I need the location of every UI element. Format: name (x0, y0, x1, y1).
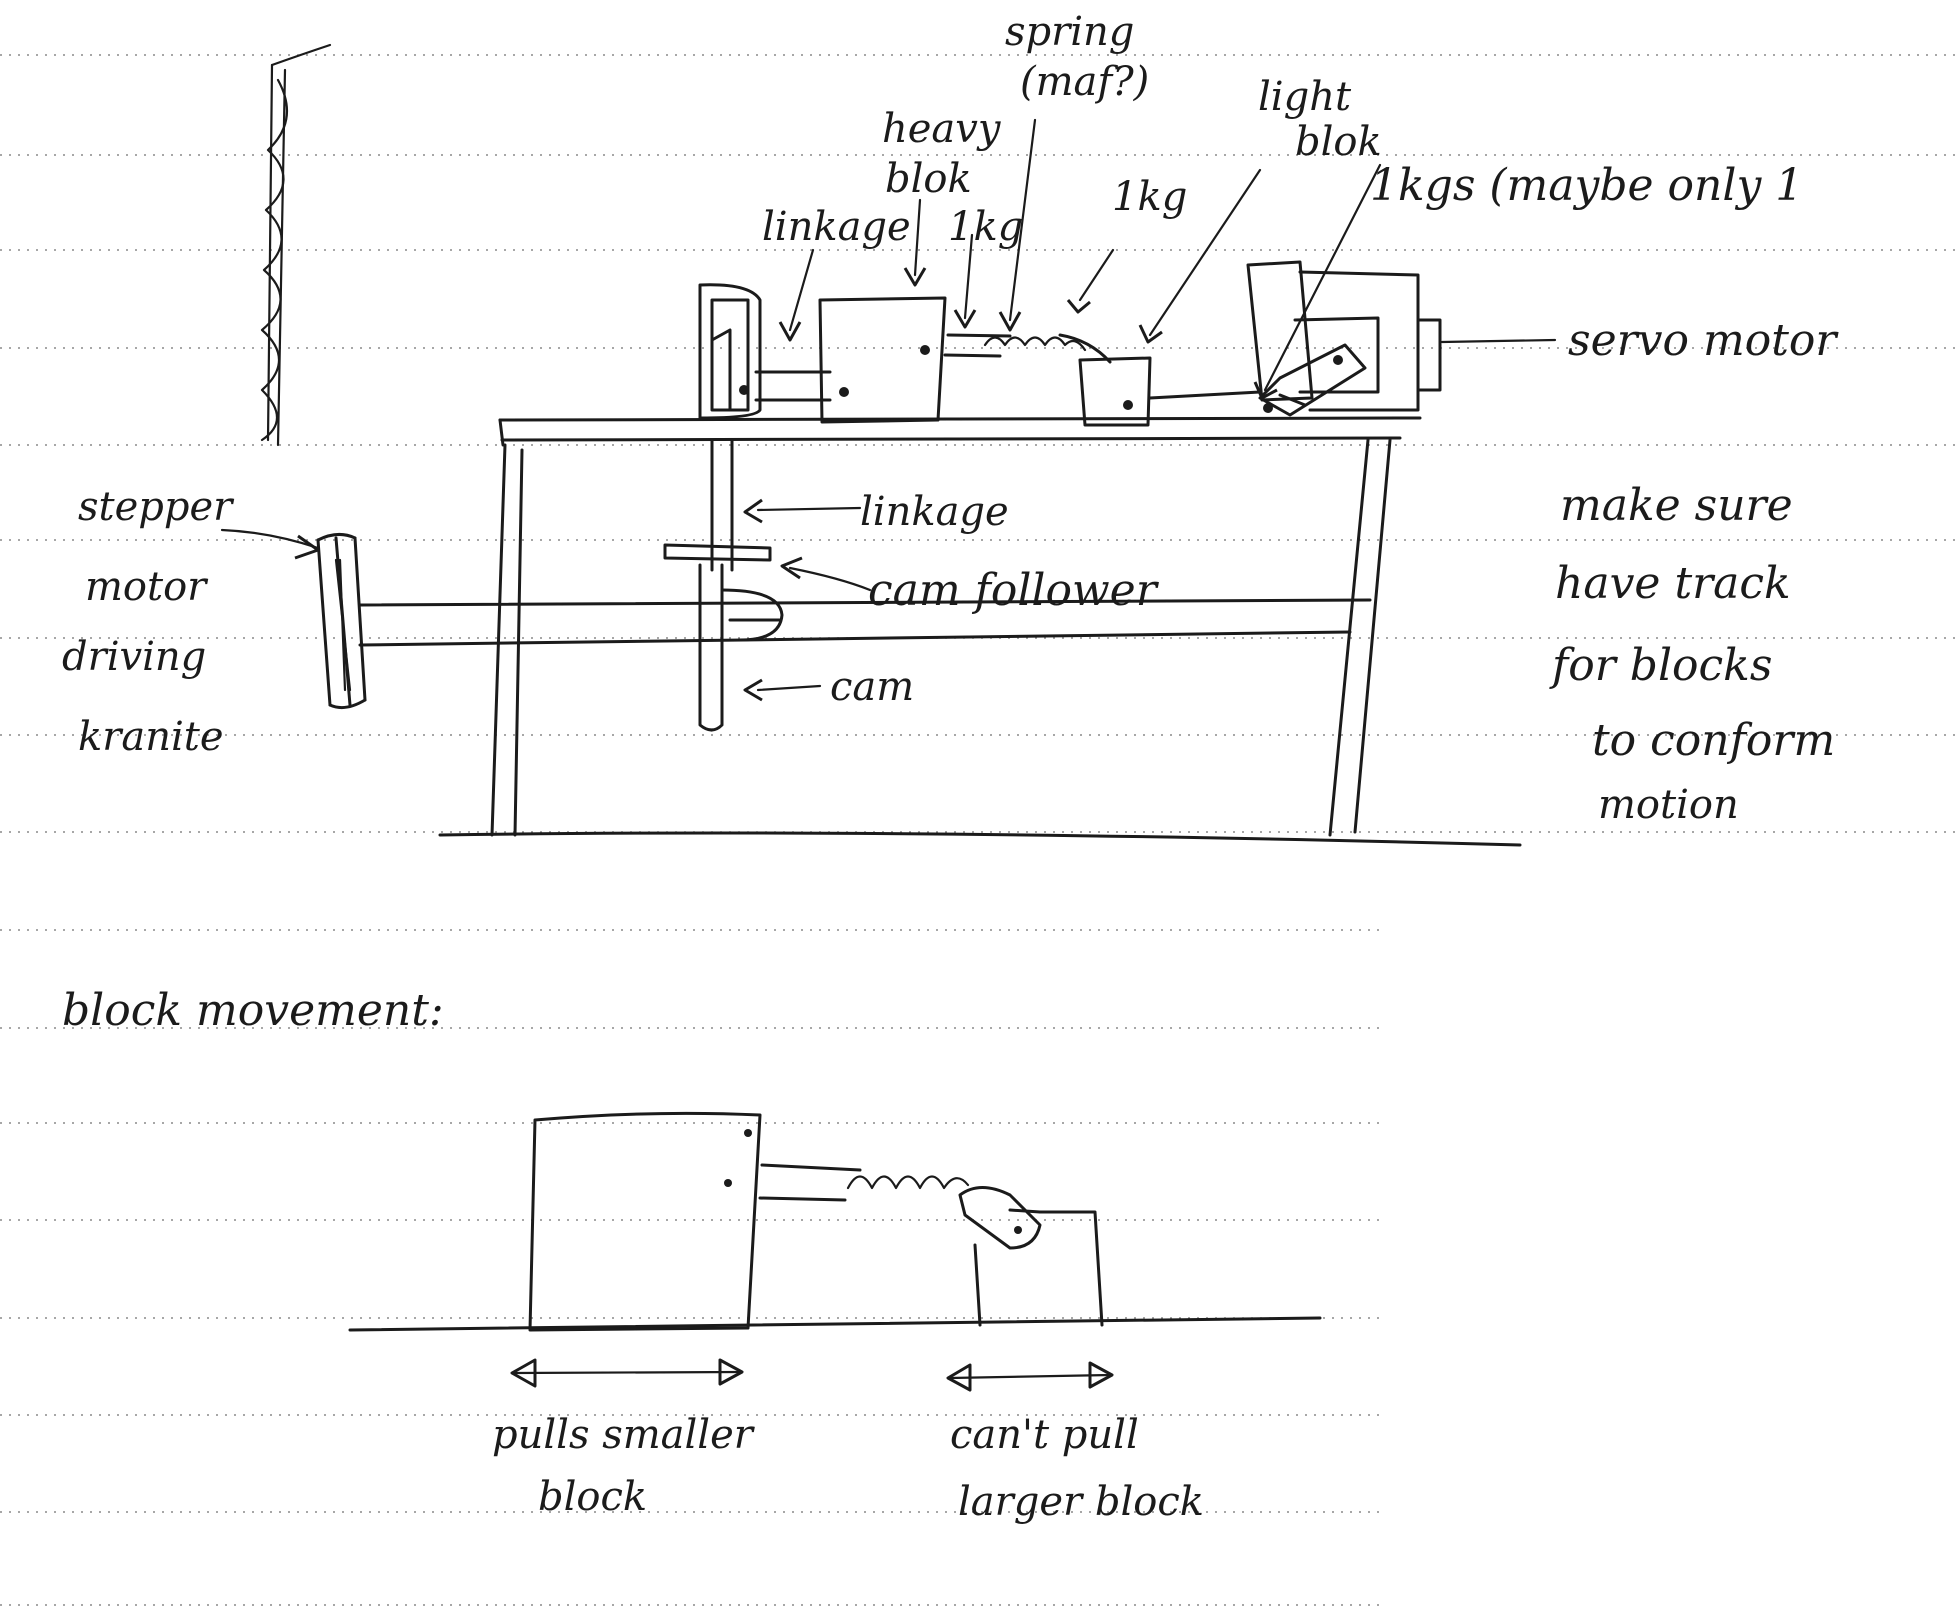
block-movement-diagram (350, 1113, 1320, 1390)
label-pulls-2: block (538, 1474, 647, 1520)
label-1kg-heavy: 1kg (948, 204, 1023, 250)
stepper-motor (318, 534, 365, 707)
label-note-4: to conform (1592, 715, 1835, 766)
label-linkage-top: linkage (762, 204, 911, 250)
label-note-3: for blocks (1549, 640, 1772, 691)
label-1kg-spring: 1kg (1112, 174, 1187, 220)
label-cam-follower: cam follower (868, 565, 1160, 616)
label-stepper-1: stepper (78, 484, 235, 530)
label-stepper-2: motor (85, 564, 209, 610)
top-mechanism (700, 262, 1440, 425)
label-cant-2: larger block (958, 1479, 1204, 1525)
margin-doodle (262, 45, 330, 445)
label-light-block-2: blok (1295, 119, 1382, 165)
drive-shaft (360, 600, 1370, 645)
ruled-lines (0, 55, 1957, 1605)
label-servo-motor: servo motor (1568, 315, 1839, 366)
label-cant-1: can't pull (950, 1412, 1139, 1458)
label-heavy-block-1: heavy (882, 106, 1002, 152)
label-heavy-block-2: blok (885, 156, 972, 202)
label-stepper-3: driving (62, 634, 206, 680)
label-pulls-1: pulls smaller (492, 1412, 756, 1458)
label-note-5: motion (1598, 782, 1739, 828)
label-note-2: have track (1555, 558, 1791, 609)
annotations: spring (maf?) heavy blok linkage 1kg 1kg… (62, 9, 1839, 1525)
label-1kgs: 1kgs (maybe only 1 (1370, 160, 1803, 211)
cam-follower-assembly (665, 440, 782, 730)
label-spring-note: (maf?) (1020, 59, 1149, 105)
table (440, 418, 1520, 845)
label-stepper-4: kranite (78, 714, 224, 760)
label-block-movement: block movement: (62, 985, 444, 1036)
label-light-block-1: light (1258, 74, 1352, 120)
label-cam: cam (830, 664, 914, 710)
label-spring: spring (1005, 9, 1134, 55)
label-note-1: make sure (1560, 480, 1793, 531)
label-linkage-mid: linkage (860, 489, 1009, 535)
